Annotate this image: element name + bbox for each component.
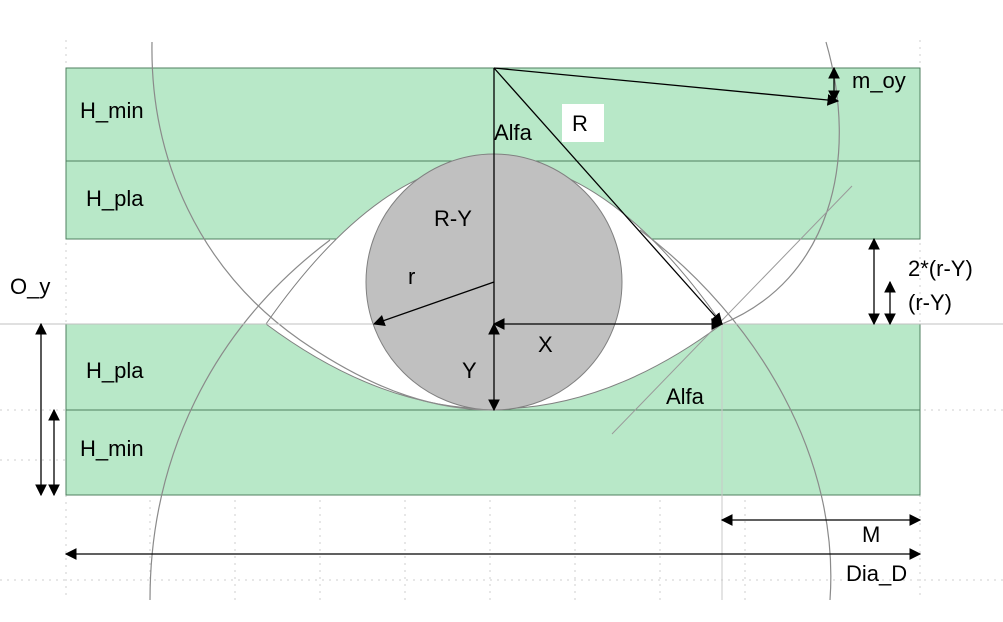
label-alfa-top: Alfa bbox=[494, 120, 533, 145]
label-h-min-bottom: H_min bbox=[80, 436, 144, 461]
labels: H_min H_pla H_pla H_min O_y Alfa R R-Y r… bbox=[10, 68, 973, 586]
arc-bottom-roll bbox=[149, 239, 331, 601]
arc-right-lower bbox=[639, 229, 832, 601]
label-r-minus-y: R-Y bbox=[434, 206, 472, 231]
label-2-r-minus-y: 2*(r-Y) bbox=[908, 256, 973, 281]
tangent-line bbox=[611, 185, 853, 435]
label-h-min-top: H_min bbox=[80, 98, 144, 123]
label-y: Y bbox=[462, 358, 477, 383]
band-h-min-bottom bbox=[65, 409, 921, 496]
label-x: X bbox=[538, 332, 553, 357]
label-r-small: r bbox=[408, 264, 415, 289]
construction-lines bbox=[372, 67, 840, 412]
dimension-arrows bbox=[35, 66, 922, 560]
label-h-pla-bottom: H_pla bbox=[86, 358, 144, 383]
small-r-arrow bbox=[372, 281, 495, 327]
label-m: M bbox=[862, 522, 880, 547]
m-oy-arrow bbox=[493, 67, 840, 106]
label-o-y: O_y bbox=[10, 274, 50, 299]
r-label-box bbox=[562, 104, 604, 142]
label-alfa-bottom: Alfa bbox=[666, 384, 705, 409]
label-r-minus-y-paren: (r-Y) bbox=[908, 290, 952, 315]
band-h-min-top bbox=[65, 67, 921, 162]
arc-top-roll bbox=[151, 41, 495, 411]
label-m-oy: m_oy bbox=[852, 68, 906, 93]
label-dia-d: Dia_D bbox=[846, 561, 907, 586]
radius-R-line bbox=[493, 67, 723, 325]
label-r-big: R bbox=[572, 111, 588, 136]
label-h-pla-top: H_pla bbox=[86, 186, 144, 211]
